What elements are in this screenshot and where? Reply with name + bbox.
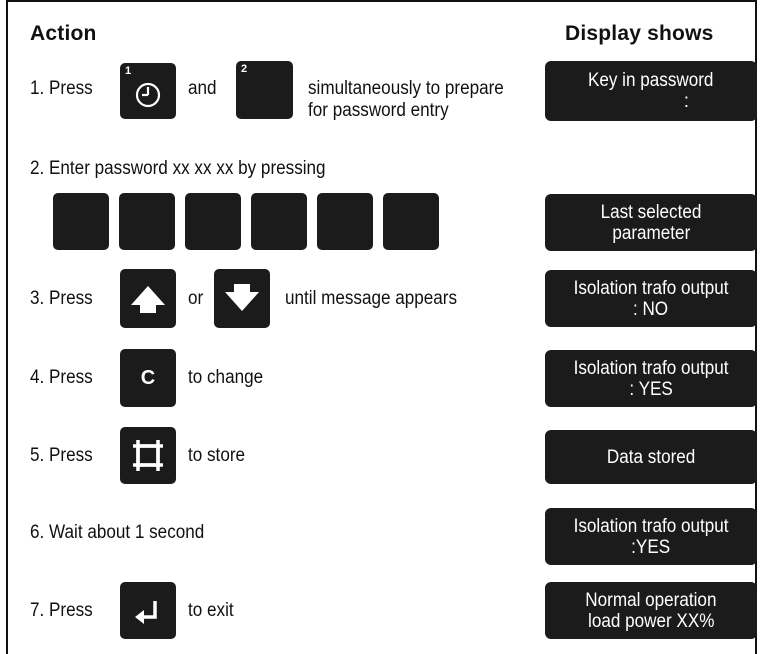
password-key-3	[185, 193, 241, 250]
arrow-up-icon	[131, 286, 165, 313]
display-step6: Isolation trafo output :YES	[545, 508, 757, 565]
store-frame-icon	[133, 440, 163, 471]
step4-prefix: 4. Press	[30, 367, 93, 388]
step5-suffix: to store	[188, 445, 246, 466]
display-step3-line1: Isolation trafo output	[573, 277, 729, 299]
display-step2-line1: Last selected	[600, 201, 702, 223]
display-step2-line2: parameter	[612, 222, 690, 244]
step1-suffix-line2: for password entry	[308, 100, 449, 121]
down-key	[214, 269, 270, 328]
step1-and: and	[188, 78, 217, 99]
step6-text: 6. Wait about 1 second	[30, 522, 205, 543]
c-key-label: C	[140, 366, 156, 389]
step2-text: 2. Enter password xx xx xx by pressing	[30, 158, 326, 179]
action-header: Action	[30, 22, 97, 45]
key2-superscript: 2	[241, 63, 248, 75]
display-header: Display shows	[565, 22, 714, 45]
display-step1-line2: :	[683, 91, 689, 112]
key-2: 2	[236, 61, 293, 119]
arrow-down-icon	[225, 284, 259, 311]
display-step5-line1: Data stored	[606, 446, 696, 468]
step5-prefix: 5. Press	[30, 445, 93, 466]
store-key	[120, 427, 176, 484]
display-step6-line1: Isolation trafo output	[573, 515, 729, 537]
display-step1-line1: Key in password	[588, 70, 714, 91]
password-key-2	[119, 193, 175, 250]
step7-suffix: to exit	[188, 600, 234, 621]
display-step6-line2: :YES	[631, 536, 671, 558]
step3-or: or	[188, 288, 204, 309]
password-key-4	[251, 193, 307, 250]
display-step5: Data stored	[545, 430, 757, 484]
display-step3-line2: : NO	[633, 298, 669, 320]
timer-key-1: 1	[120, 63, 176, 119]
clock-icon	[135, 82, 161, 108]
password-key-6	[383, 193, 439, 250]
enter-icon	[135, 601, 157, 624]
document-frame	[6, 0, 757, 654]
display-step4: Isolation trafo output : YES	[545, 350, 757, 407]
step4-suffix: to change	[188, 367, 264, 388]
enter-key	[120, 582, 176, 639]
step7-prefix: 7. Press	[30, 600, 93, 621]
c-key: C	[120, 349, 176, 407]
up-key	[120, 269, 176, 328]
step1-suffix-line1: simultaneously to prepare	[308, 78, 504, 99]
display-step4-line1: Isolation trafo output	[573, 357, 729, 379]
password-key-5	[317, 193, 373, 250]
display-step2: Last selected parameter	[545, 194, 757, 251]
display-step7: Normal operation load power XX%	[545, 582, 757, 639]
display-step3: Isolation trafo output : NO	[545, 270, 757, 327]
step3-prefix: 3. Press	[30, 288, 93, 309]
display-step1: Key in password :	[545, 61, 757, 121]
display-step7-line1: Normal operation	[585, 589, 717, 611]
display-step4-line2: : YES	[629, 378, 673, 400]
step3-suffix: until message appears	[285, 288, 458, 309]
step1-prefix: 1. Press	[30, 78, 93, 99]
display-step7-line2: load power XX%	[587, 610, 715, 632]
password-key-1	[53, 193, 109, 250]
key1-superscript: 1	[125, 65, 132, 77]
